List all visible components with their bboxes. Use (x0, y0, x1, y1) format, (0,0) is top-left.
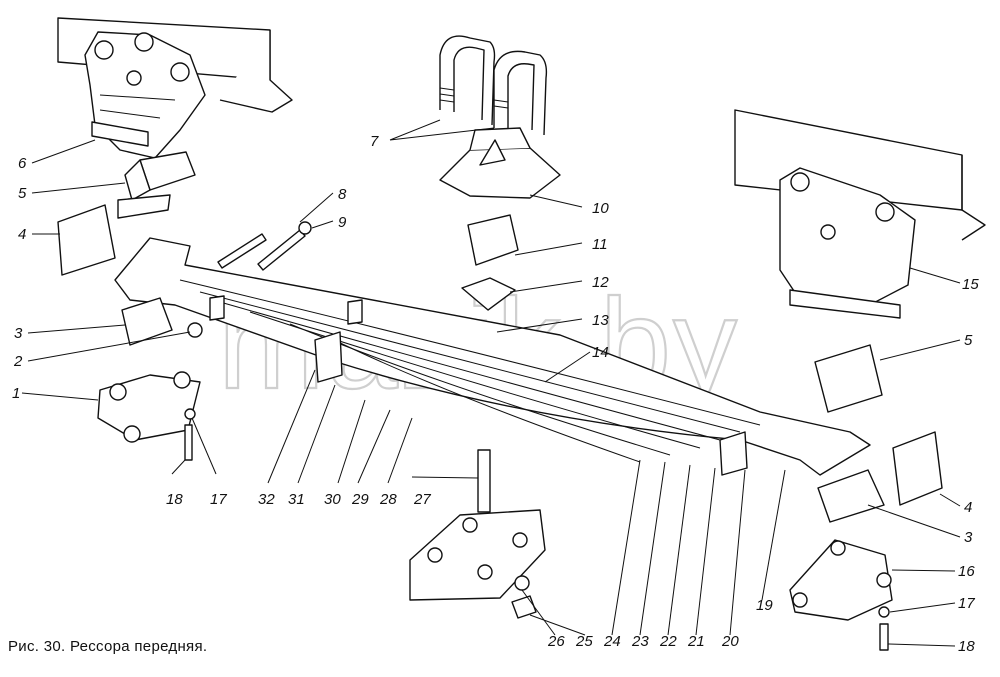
callout-17b: 17 (958, 595, 975, 612)
callout-25: 25 (575, 633, 593, 650)
pin-and-bolt (217, 221, 312, 271)
washer-25 (514, 575, 530, 591)
callout-3: 3 (14, 325, 23, 342)
callout-30: 30 (324, 491, 341, 508)
callout-17: 17 (210, 491, 227, 508)
washer-left (187, 322, 203, 338)
callout-6: 6 (18, 155, 27, 172)
callout-11: 11 (592, 236, 608, 253)
callout-9: 9 (338, 214, 347, 231)
callout-29: 29 (351, 491, 369, 508)
u-bolts (439, 35, 548, 136)
bolt-18-right (879, 623, 889, 651)
front-bracket (84, 31, 206, 159)
callout-21: 21 (687, 633, 705, 650)
lower-bracket-left (97, 371, 201, 443)
callout-13: 13 (592, 312, 609, 329)
rear-bracket (779, 167, 916, 319)
lower-bracket-right (789, 539, 893, 621)
callout-15: 15 (962, 276, 979, 293)
callout-18b: 18 (958, 638, 975, 655)
callout-10: 10 (592, 200, 609, 217)
callout-4b: 4 (964, 499, 972, 516)
callout-22: 22 (659, 633, 677, 650)
rubber-cushion-right-upper (814, 344, 883, 413)
lower-pad-plate (409, 509, 546, 601)
callout-labels: 6 5 4 3 2 1 18 17 32 31 30 29 28 27 8 9 … (12, 133, 979, 655)
callout-4: 4 (18, 226, 26, 243)
center-pad (467, 214, 519, 266)
callout-7: 7 (370, 133, 379, 150)
callout-26: 26 (547, 633, 565, 650)
callout-24: 24 (603, 633, 621, 650)
bolt-18-left (184, 424, 193, 461)
rubber-pad-left (57, 204, 116, 276)
saddle-plate (439, 127, 561, 199)
callout-28: 28 (379, 491, 397, 508)
callout-23: 23 (631, 633, 649, 650)
callout-12: 12 (592, 274, 609, 291)
washer-17-left (184, 408, 196, 420)
washer-17-right (878, 606, 890, 618)
callout-5: 5 (18, 185, 27, 202)
callout-14: 14 (592, 344, 609, 361)
rubber-cushion-left-lower (121, 297, 173, 346)
rubber-cushion-right-lower (817, 469, 885, 523)
leaf-spring (114, 237, 871, 476)
callout-5b: 5 (964, 332, 973, 349)
nut-26 (511, 595, 537, 619)
leader-lines (21, 119, 961, 647)
callout-8: 8 (338, 186, 347, 203)
callout-20: 20 (721, 633, 739, 650)
center-bolt (477, 449, 491, 513)
callout-19: 19 (756, 597, 773, 614)
rubber-pad-right (892, 431, 943, 506)
callout-16: 16 (958, 563, 975, 580)
callout-31: 31 (288, 491, 305, 508)
callout-32: 32 (258, 491, 275, 508)
figure-caption: Рис. 30. Рессора передняя. (8, 638, 208, 655)
callout-27: 27 (413, 491, 431, 508)
callout-1: 1 (12, 385, 20, 402)
rubber-cushion-left-upper (117, 151, 196, 219)
callout-18: 18 (166, 491, 183, 508)
callout-2: 2 (13, 353, 23, 370)
center-plate (461, 277, 516, 311)
callout-3b: 3 (964, 529, 973, 546)
